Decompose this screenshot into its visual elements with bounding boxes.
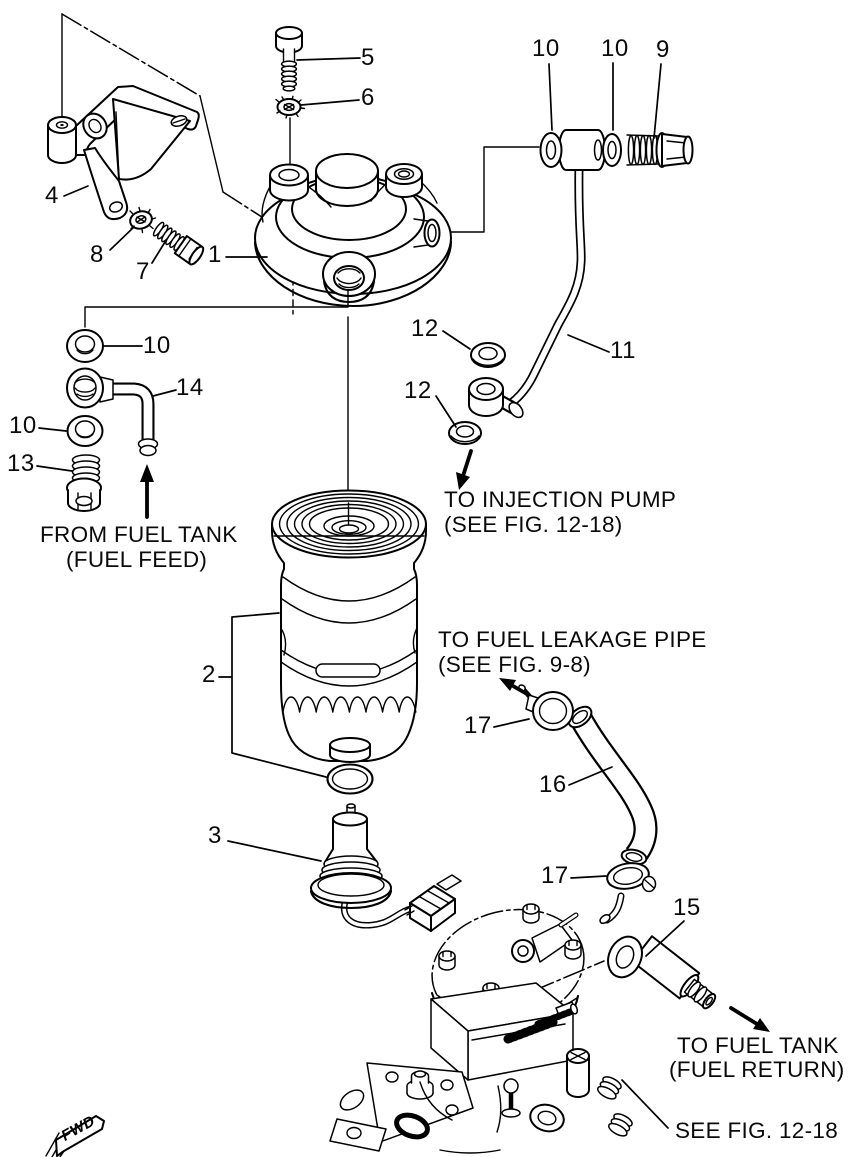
annotation-fuel-return-line2: (FUEL RETURN): [669, 1057, 845, 1082]
part-callout-1: 1: [208, 241, 222, 268]
part-2-bracket-line: [218, 612, 327, 778]
annotation-fuel-feed-line1: FROM FUEL TANK: [40, 522, 238, 547]
part-15-return-joint: [599, 892, 717, 1010]
fwd-direction-flag: [45, 1115, 105, 1157]
part-callout-6: 6: [361, 84, 375, 111]
part-7-bolt: [152, 221, 205, 266]
part-callout-10-b: 10: [601, 35, 629, 62]
fuel-return-arrow: [729, 1006, 770, 1032]
fuel-leakage-arrow: [499, 678, 529, 696]
part-callout-14: 14: [176, 374, 204, 401]
part-10-washer-upper: [66, 329, 104, 363]
part-1-filter-bracket-body: [253, 153, 453, 308]
part-callout-5: 5: [361, 44, 375, 71]
part-8-lock-washer: [129, 206, 157, 234]
part-12-washers-and-elbow: [448, 342, 524, 445]
part-callout-3: 3: [208, 822, 222, 849]
part-11-fuel-pipe: [505, 162, 586, 409]
part-callout-10-a: 10: [532, 35, 560, 62]
part-callout-2: 2: [202, 661, 216, 688]
injection-pump-arrow: [456, 449, 473, 490]
part-callout-9: 9: [656, 36, 670, 63]
part-callout-17-b: 17: [541, 862, 569, 889]
part-13-bolt: [66, 454, 102, 512]
part-17-clamp-lower: [606, 862, 657, 893]
part-3-water-sensor: [309, 803, 462, 932]
part-10-washers-and-union: [539, 129, 622, 171]
part-callout-10-c: 10: [143, 332, 171, 359]
part-6-lock-washer: [275, 95, 306, 119]
annotation-fuel-leakage-line2: (SEE FIG. 9-8): [438, 652, 591, 677]
annotation-see-fig: SEE FIG. 12-18: [675, 1118, 839, 1143]
part-callout-12-a: 12: [411, 315, 439, 342]
part-10-washer-lower: [66, 415, 104, 447]
part-9-banjo-bolt: [626, 132, 694, 168]
fuel-feed-arrow: [140, 464, 154, 519]
part-callout-12-b: 12: [404, 377, 432, 404]
part-2-o-ring: [326, 763, 374, 795]
part-callout-10-d: 10: [9, 412, 37, 439]
part-callout-13: 13: [7, 450, 35, 477]
part-callout-17-a: 17: [464, 712, 492, 739]
part-16-hose: [567, 705, 658, 866]
phantom-frame-lines: [61, 13, 605, 992]
flow-arrows: [140, 449, 770, 1032]
part-callout-8: 8: [90, 241, 104, 268]
injection-pump-assembly: [329, 903, 633, 1154]
part-callout-16: 16: [539, 771, 567, 798]
fuel-feed-port-leader: [84, 289, 349, 328]
part-5-bolt: [275, 26, 303, 92]
annotation-fuel-return-line1: TO FUEL TANK: [677, 1033, 839, 1058]
annotation-injection-pump-line2: (SEE FIG. 12-18): [444, 512, 623, 537]
leader-lines: [36, 57, 685, 1129]
part-callout-11: 11: [610, 337, 636, 364]
part-2-fuel-filter-element: [271, 489, 427, 763]
annotation-fuel-leakage-line1: TO FUEL LEAKAGE PIPE: [438, 627, 707, 652]
part-callout-7: 7: [136, 258, 150, 285]
part-callout-4: 4: [45, 182, 59, 209]
part-callout-15: 15: [673, 894, 701, 921]
annotation-injection-pump-line1: TO INJECTION PUMP: [444, 487, 677, 512]
part-14-elbow-joint: [66, 367, 159, 457]
part-17-clamp-upper: [518, 684, 574, 731]
annotation-fuel-feed-line2: (FUEL FEED): [66, 547, 208, 572]
part-4-bracket: [47, 85, 200, 221]
